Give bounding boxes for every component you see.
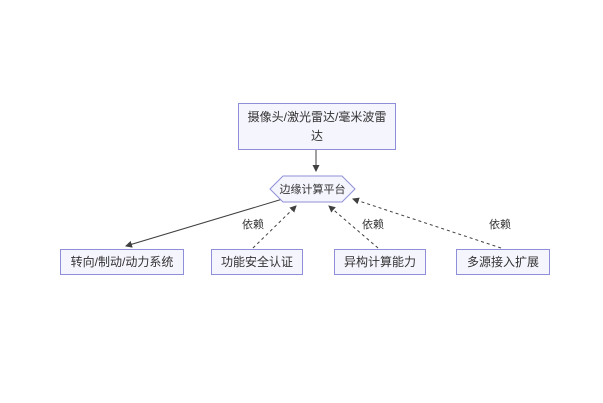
node-drive-system-label: 转向/制动/动力系统 [70, 254, 174, 269]
node-multi-source-access: 多源接入扩展 [456, 249, 550, 275]
edge-safety-to-platform [252, 205, 297, 249]
node-sensors: 摄像头/激光雷达/毫米波雷达 [238, 103, 396, 150]
edge-platform-to-drive [124, 197, 287, 248]
node-multi-source-access-label: 多源接入扩展 [466, 254, 539, 269]
node-drive-system: 转向/制动/动力系统 [60, 249, 184, 275]
node-heterogeneous-computing-label: 异构计算能力 [343, 254, 416, 269]
edge-label-dependency-safety: 依赖 [240, 218, 266, 232]
node-functional-safety: 功能安全认证 [211, 249, 303, 275]
edge-hetero-to-platform [328, 205, 379, 249]
edge-label-dependency-multi: 依赖 [487, 218, 513, 232]
edge-multi-to-platform [352, 197, 502, 249]
edge-label-dependency-hetero: 依赖 [360, 218, 386, 232]
platform-hexagon-shape [269, 175, 356, 203]
node-functional-safety-label: 功能安全认证 [220, 254, 293, 269]
node-sensors-label: 摄像头/激光雷达/毫米波雷达 [247, 109, 387, 143]
node-heterogeneous-computing: 异构计算能力 [334, 249, 426, 275]
